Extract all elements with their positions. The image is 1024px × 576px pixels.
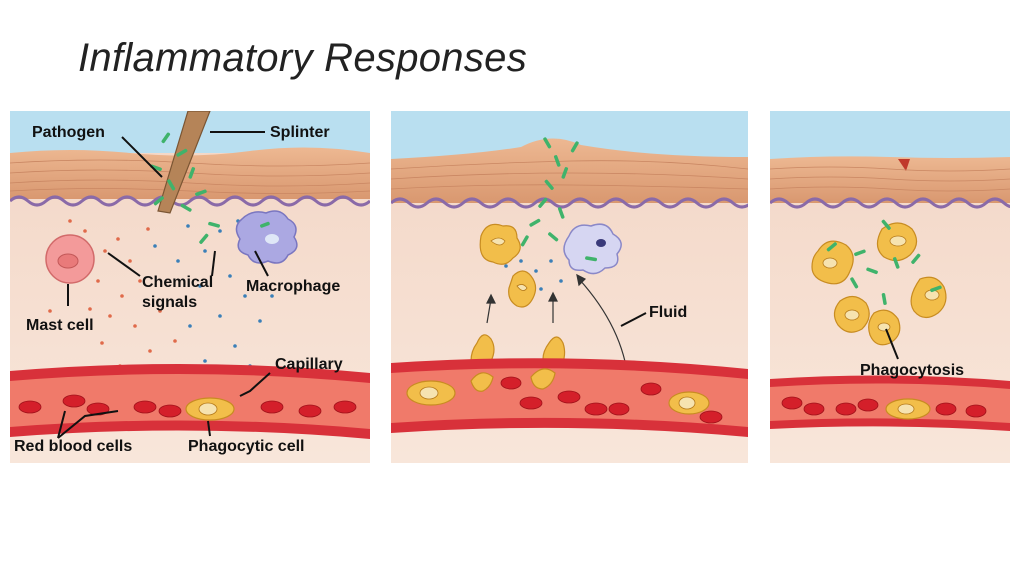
label-macrophage: Macrophage xyxy=(246,278,340,295)
epidermis-healed xyxy=(770,156,1010,203)
neutrophil-tissue-1 xyxy=(479,223,521,265)
panel-migration: Fluid xyxy=(391,111,748,463)
red-blood-cells xyxy=(18,394,357,418)
extravasating-cell-2 xyxy=(530,368,556,390)
label-splinter: Splinter xyxy=(270,124,330,141)
basement-membrane xyxy=(391,197,748,209)
label-chemical-signals-line2: signals xyxy=(142,294,197,311)
epidermis-texture xyxy=(391,160,748,190)
panel-phagocytosis: Phagocytosis xyxy=(770,111,1010,463)
mast-cell xyxy=(45,234,95,284)
epidermis-texture xyxy=(770,166,1010,192)
capillary xyxy=(770,375,1010,431)
sky xyxy=(770,111,1010,159)
bacteria-cluster xyxy=(150,132,220,244)
panel-injury: Pathogen Splinter Chemical signals Macro… xyxy=(10,111,370,463)
label-phagocytic-cell: Phagocytic cell xyxy=(188,438,305,455)
basement-membrane xyxy=(770,197,1010,209)
red-blood-cells xyxy=(781,396,987,418)
leader-fluid xyxy=(620,312,647,327)
capillary xyxy=(10,363,370,439)
macrophage xyxy=(563,223,622,275)
macrophage xyxy=(235,210,298,264)
phagocytic-cell xyxy=(885,398,931,420)
phagocyte-nuclei xyxy=(822,235,940,332)
phagocytic-cell-2 xyxy=(668,391,710,415)
phagocytic-cell xyxy=(185,397,235,421)
label-capillary: Capillary xyxy=(275,356,343,373)
label-mast-cell: Mast cell xyxy=(26,317,94,334)
panel-phagocytosis-illustration: Phagocytosis xyxy=(770,111,1010,463)
label-red-blood-cells: Red blood cells xyxy=(14,438,132,455)
label-chemical-signals-line1: Chemical xyxy=(142,274,213,291)
engulfed-bacteria xyxy=(826,219,942,305)
label-phagocytosis: Phagocytosis xyxy=(860,362,964,379)
neutrophil-tissue-2 xyxy=(508,270,537,308)
capillary xyxy=(391,358,748,437)
basement-membrane xyxy=(10,195,370,207)
extravasating-cell-1 xyxy=(470,372,494,392)
wound-mark xyxy=(898,159,910,171)
epidermis-swollen xyxy=(391,138,748,203)
panel-migration-illustration: Fluid xyxy=(391,111,748,463)
leader-phagocytosis xyxy=(885,328,899,360)
red-blood-cells xyxy=(500,376,723,424)
label-pathogen: Pathogen xyxy=(32,124,105,141)
slide-title: Inflammatory Responses xyxy=(78,36,528,80)
bacteria-cluster xyxy=(520,137,579,247)
leader-lines xyxy=(57,131,271,439)
panel-injury-illustration: Pathogen Splinter Chemical signals Macro… xyxy=(10,111,370,463)
phagocytic-cell-1 xyxy=(406,380,456,406)
label-fluid: Fluid xyxy=(649,304,687,321)
